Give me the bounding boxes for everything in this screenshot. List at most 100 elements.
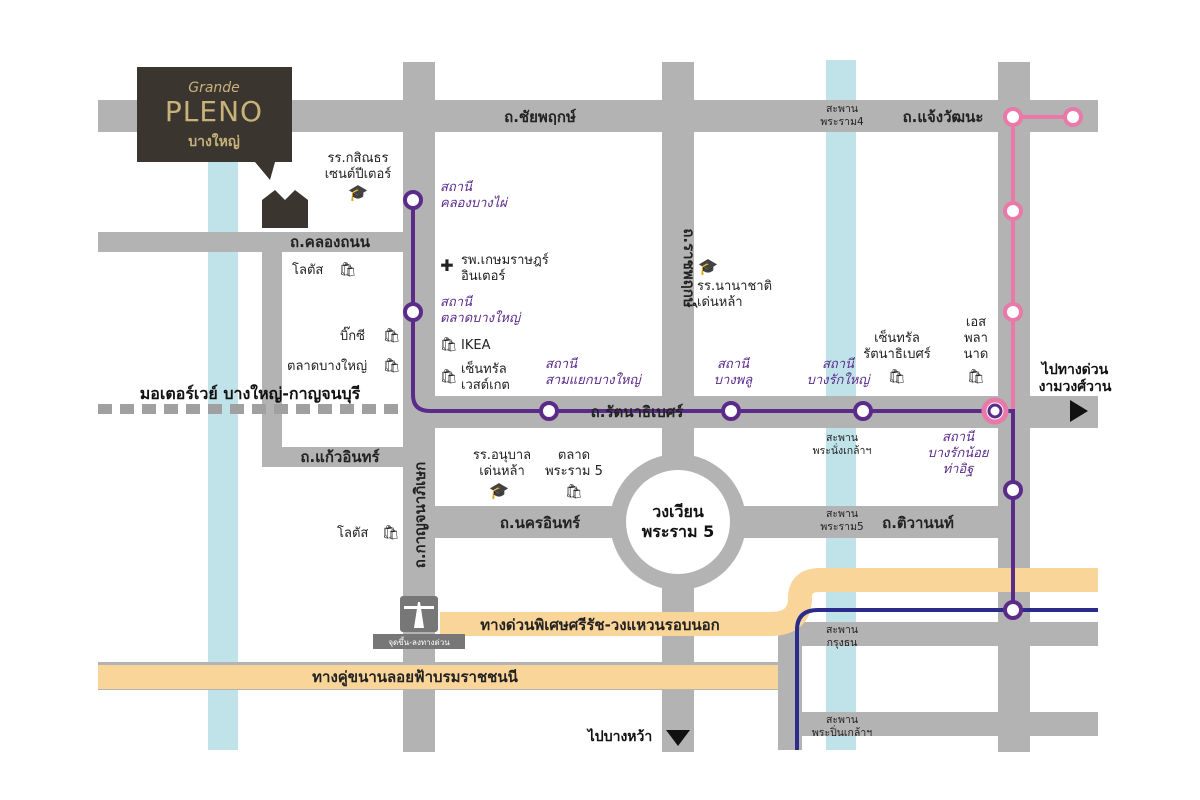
road-label-chaeng-watthana: ถ.แจ้งวัฒนะ [903,108,984,126]
roundabout-label: วงเวียน [652,502,704,521]
station-label-sam-yaek-l2: สามแยกบางใหญ่ [545,372,643,388]
poi-big-c: บิ๊กซี [340,326,365,344]
station-label-bang-rak-noi-l2: บางรักน้อย [927,446,989,461]
poi-kasintorn-l2: เซนต์ปีเตอร์ [325,166,392,182]
school-icon: 🎓 [489,481,509,500]
bridge-nonthaburi-l1: สะพาน [826,432,858,444]
expressway-entrance-icon [400,596,438,632]
station-talad-bang-yai-marker [403,302,423,322]
station-label-talad-bang-yai-l2: ตลาดบางใหญ่ [440,310,522,326]
canal-left [208,130,238,750]
road-label-tiwanon: ถ.ติวานนท์ [882,514,954,532]
road-label-khlong-thanon: ถ.คลองถนน [290,233,371,251]
bridge-krungthon-l1: สะพาน [826,624,858,636]
poi-lotus-2: โลตัส [337,525,368,541]
school-icon: 🎓 [348,183,368,202]
station-label-bang-rak-noi-l1: สถานี [942,429,975,445]
poi-ikea: IKEA [461,338,491,353]
station-label-khlong-bang-phai-l2: คลองบางไผ่ [440,195,509,211]
direction-ngam-wong-wan-l2: งามวงศ์วาน [1039,378,1112,395]
station-pink-4-marker [1003,302,1023,322]
station-tiwanon-marker [1003,480,1023,500]
purple-line-route [411,200,1015,612]
bridge-rama5-l1: สะพาน [826,508,858,520]
school-icon: 🎓 [698,257,718,276]
shopping-bag-icon: 🛍 [565,483,583,500]
road-lower [780,712,1098,736]
poi-esplanade-l1: เอส [966,315,986,330]
poi-talad-bangyai: ตลาดบางใหญ่ [287,358,367,374]
road-label-parallel: ทางคู่ขนานลอยฟ้าบรมราชชนนี [312,668,518,687]
poi-kasemrad-l1: รพ.เกษมราษฎร์ [461,252,549,268]
project-logo: Grande PLENO บางใหญ่ [137,67,292,180]
expressway-entrance-tag [373,634,465,649]
logo-box [137,67,292,162]
shopping-bag-icon: 🛍 [383,357,401,374]
poi-central-rattana-l2: รัตนาธิเบศร์ [863,346,930,362]
station-label-talad-bang-yai-l1: สถานี [440,294,473,310]
station-label-bang-phlu-l2: บางพลู [714,373,753,388]
expressway-entrance-label: จุดขึ้น-ลงทางด่วน [388,636,450,647]
poi-anuban-l2: เด่นหล้า [479,464,525,479]
bridge-krungthon-l2: กรุงธน [827,637,858,649]
bridge-pinklao-l2: พระปิ่นเกล้าฯ [812,725,872,739]
shopping-bag-icon: 🛍 [440,336,458,353]
poi-esplanade-l3: นาด [964,347,989,362]
logo-brand-name: PLENO [165,95,263,128]
poi-nanachat-l2: เด่นหล้า [697,295,743,310]
station-pink-1-marker [1003,107,1023,127]
direction-ngam-wong-wan-l1: ไปทางด่วน [1040,360,1109,378]
roundabout-sublabel: พระราม 5 [642,522,715,541]
road-label-motorway: มอเตอร์เวย์ บางใหญ่-กาญจนบุรี [140,384,361,404]
expressway-si-rat [440,568,1098,636]
direction-bang-wa: ไปบางหว้า [586,727,652,745]
station-label-khlong-bang-phai-l1: สถานี [440,179,473,195]
road-label-ratchaphruek: ถ.ราชพฤกษ์ [680,228,698,308]
poi-talad-rama5-l1: ตลาด [558,448,590,463]
poi-lotus-1: โลตัส [292,262,323,278]
expressway-parallel [98,665,778,689]
road-local-vertical [262,232,282,467]
logo-pointer [255,162,275,180]
arrow-down-icon [666,730,690,746]
road-label-kanchanaphisek: ถ.กาญจนาภิเษก [411,462,429,569]
bridge-pinklao-l1: สะพาน [826,714,858,726]
project-house-icon [262,190,308,228]
arrow-right-icon [1070,400,1088,422]
poi-central-west-l1: เซ็นทรัล [461,359,507,377]
hospital-icon: ✚ [440,256,453,275]
bridge-nonthaburi-l2: พระนั่งเกล้าฯ [813,443,872,457]
station-label-bang-rak-noi-l3: ท่าอิฐ [943,462,976,477]
station-pink-3-marker [1003,201,1023,221]
road-bridge-krungthon [780,622,1098,646]
station-label-bang-rak-yai-l2: บางรักใหญ่ [807,372,872,388]
poi-anuban-l1: รร.อนุบาล [473,448,531,463]
road-label-expressway: ทางด่วนพิเศษศรีรัช-วงแหวนรอบนอก [480,616,719,634]
blue-line-route [795,608,1098,750]
road-label-nakhon-in: ถ.นครอินทร์ [500,514,581,532]
poi-kasintorn-l1: รร.กสิณธร [328,151,389,166]
station-bang-rak-noi-inner [987,403,1003,419]
station-label-bang-phlu-l1: สถานี [717,356,750,372]
poi-central-west-l2: เวสต์เกต [461,377,510,393]
station-bang-phlu-marker [721,401,741,421]
logo-location: บางใหญ่ [188,132,240,150]
poi-esplanade-l2: พลา [964,331,988,346]
poi-talad-rama5-l2: พระราม 5 [545,464,603,479]
station-sam-yaek-marker [539,401,559,421]
bridge-rama4-l1: สะพาน [826,103,858,115]
road-label-chaiyaphruek: ถ.ชัยพฤกษ์ [504,108,576,126]
poi-nanachat-l1: รร.นานาชาติ [697,279,772,294]
station-label-sam-yaek-l1: สถานี [545,356,578,372]
bridge-rama4-l2: พระราม4 [820,116,864,128]
station-pink-2-marker [1063,107,1083,127]
station-blue-junction-marker [1003,600,1023,620]
road-label-kaeo-in: ถ.แก้วอินทร์ [300,448,380,466]
shopping-bag-icon: 🛍 [339,261,357,278]
shopping-bag-icon: 🛍 [967,368,985,385]
poi-central-rattana-l1: เซ็นทรัล [874,328,920,346]
shopping-bag-icon: 🛍 [383,327,401,344]
shopping-bag-icon: 🛍 [440,368,458,385]
roundabout-center [626,470,730,574]
